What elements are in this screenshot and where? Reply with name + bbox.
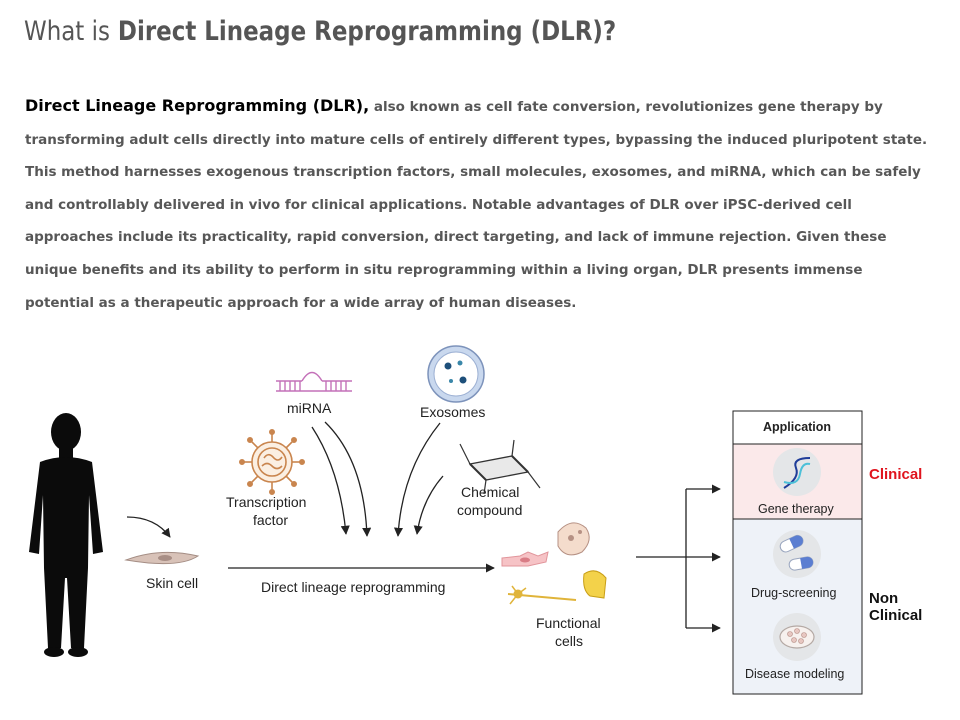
clinical-label: Clinical (869, 466, 922, 483)
exosomes-label: Exosomes (420, 404, 485, 420)
transcription-factor-icon (239, 428, 305, 495)
factor-arrows (311, 421, 444, 537)
mirna-icon (276, 371, 352, 392)
pill-capsules-icon (773, 530, 821, 578)
process-label: Direct lineage reprogramming (261, 579, 445, 595)
page-title: What is Direct Lineage Reprogramming (DL… (24, 16, 616, 47)
mirna-label: miRNA (287, 400, 332, 416)
arrow-to-skin-cell (126, 516, 171, 538)
chemical-compound-icon (459, 439, 541, 495)
non-clinical-label-line1: Non (869, 590, 898, 607)
title-emphasis: Direct Lineage Reprogramming (DLR)? (117, 16, 617, 47)
functional-cells-label-line2: cells (555, 633, 583, 649)
gene-therapy-label: Gene therapy (758, 502, 834, 516)
petri-dish-icon (773, 613, 821, 661)
chemical-compound-label-line2: compound (457, 502, 522, 518)
exosome-icon (427, 345, 485, 403)
application-header: Application (763, 420, 831, 434)
intro-body: also known as cell fate conversion, revo… (25, 99, 928, 311)
transcription-factor-label-line2: factor (253, 512, 288, 528)
non-clinical-label-line2: Clinical (869, 607, 922, 624)
transcription-factor-label-line1: Transcription (226, 494, 306, 510)
chemical-compound-label-line1: Chemical (461, 484, 519, 500)
title-lead: What is (24, 16, 110, 47)
disease-modeling-label: Disease modeling (745, 667, 844, 681)
drug-screening-label: Drug-screening (751, 586, 837, 600)
intro-term: Direct Lineage Reprogramming (DLR), (25, 96, 370, 115)
intro-paragraph: Direct Lineage Reprogramming (DLR), also… (25, 90, 930, 319)
skin-cell-label: Skin cell (146, 575, 198, 591)
human-silhouette-icon (29, 413, 103, 657)
branch-arrows (636, 484, 721, 633)
functional-cells-label-line1: Functional (536, 615, 601, 631)
functional-cells-icon (501, 522, 607, 605)
skin-cell-icon (124, 551, 200, 565)
dna-helix-icon (773, 448, 821, 496)
